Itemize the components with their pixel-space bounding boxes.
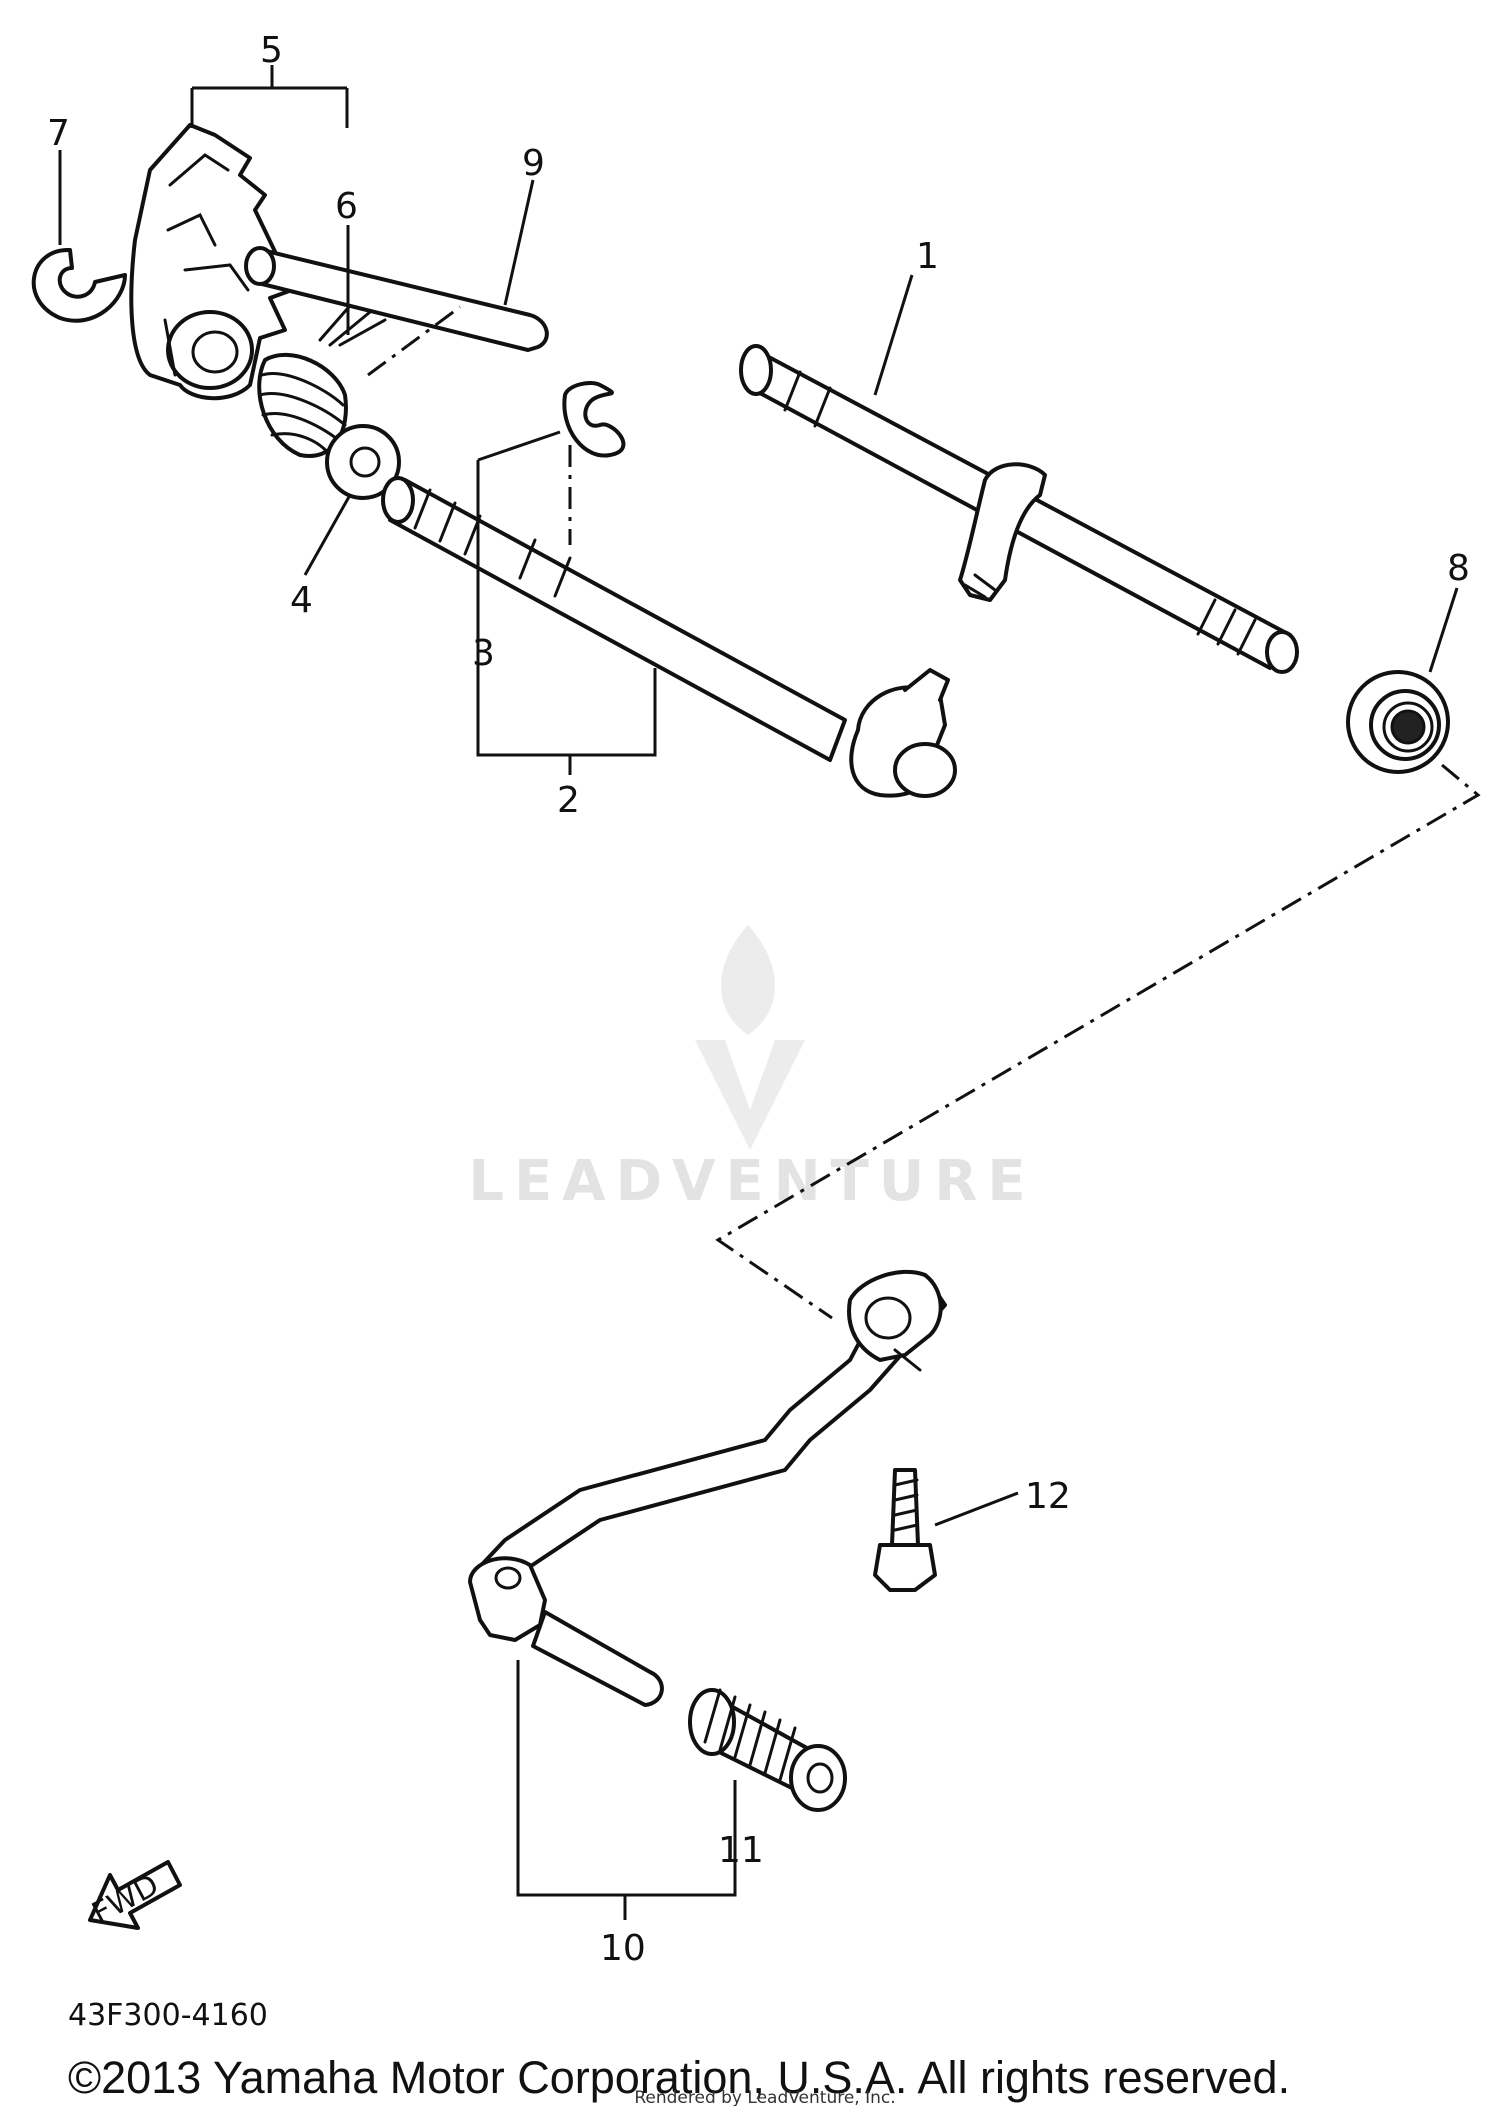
part-7-circlip [31,247,127,323]
callout-1: 1 [916,236,939,277]
callout-8: 8 [1447,548,1470,589]
part-9-pin [244,246,549,352]
callout-4: 4 [290,580,313,621]
callout-12: 12 [1025,1476,1071,1517]
fwd-arrow-icon: FWD [86,1860,182,1932]
watermark-text: LEADVENTURE [468,1149,1035,1214]
centerline-dashed [715,763,1481,1320]
part-11-pedal-rubber [688,1688,847,1812]
part-2-shift-shaft [381,476,957,798]
callout-6: 6 [335,186,358,227]
callout-10: 10 [600,1928,646,1969]
callout-3: 3 [472,633,495,674]
copyright-notice: ©2013 Yamaha Motor Corporation, U.S.A. A… [68,2052,1290,2103]
callout-2: 2 [557,780,580,821]
callout-7: 7 [47,113,70,154]
watermark-v-icon [695,1040,805,1150]
watermark: LEADVENTURE [468,925,1035,1214]
part-4-washer [325,424,401,500]
render-credit: Rendered by LeadVenture, Inc. [634,2088,895,2106]
spring-centerline-dashed [367,305,461,377]
leader-lines [58,65,1459,1920]
part-3-circlip [562,381,626,458]
part-8-oil-seal [1346,670,1450,774]
watermark-flame-icon [721,925,775,1035]
part-12-bolt [873,1468,937,1592]
part-10-shift-pedal [468,1269,947,1707]
part-6-torsion-spring [257,298,387,458]
part-1-shift-shaft-arm [739,344,1299,674]
callout-5: 5 [260,30,283,71]
callout-9: 9 [522,143,545,184]
callout-11: 11 [718,1830,764,1871]
diagram-code: 43F300-4160 [68,1998,268,2033]
part-5-shift-lever [129,123,294,401]
